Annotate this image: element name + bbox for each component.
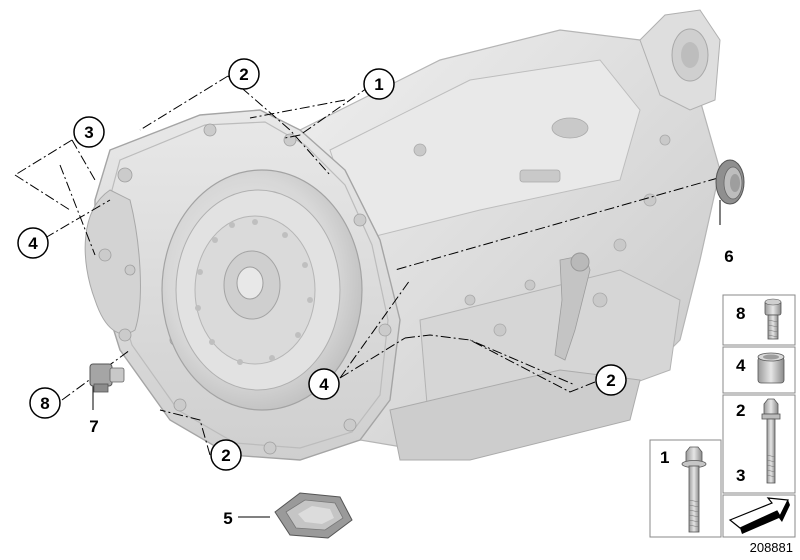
legend-label-2: 2: [736, 401, 745, 420]
legend-label-3: 3: [736, 466, 745, 485]
callout-2-right[interactable]: 2: [595, 364, 627, 396]
callout-8-label: 8: [40, 394, 49, 413]
oil-pan: [389, 369, 641, 461]
callout-4-bottom[interactable]: 4: [308, 368, 340, 400]
diagram-id-number: 208881: [750, 540, 793, 555]
legend-box-8: [722, 294, 796, 346]
callout-7-label[interactable]: 7: [89, 417, 98, 436]
legend-box-2-3: [722, 394, 796, 494]
callout-1[interactable]: 1: [363, 68, 395, 100]
callout-2-bottom[interactable]: 2: [210, 439, 242, 471]
fastener-legend: 8 4 2 3 1: [649, 294, 796, 538]
legend-label-8: 8: [736, 304, 745, 323]
callout-3[interactable]: 3: [73, 116, 105, 148]
legend-label-1: 1: [660, 448, 669, 467]
callout-2-right-label: 2: [606, 371, 615, 390]
callout-4-left-label: 4: [28, 234, 38, 253]
callout-3-label: 3: [84, 123, 93, 142]
callout-1-label: 1: [374, 75, 383, 94]
transmission-illustration: [84, 9, 721, 461]
sensor-fitting-part-7: [89, 363, 125, 393]
legend-label-4: 4: [736, 356, 746, 375]
callout-2-bottom-label: 2: [221, 446, 230, 465]
callout-4-left[interactable]: 4: [17, 227, 49, 259]
callout-6-label[interactable]: 6: [724, 247, 733, 266]
callout-2-top-label: 2: [239, 65, 248, 84]
callout-5-label[interactable]: 5: [223, 509, 232, 528]
dowel-sleeve-icon: [757, 352, 785, 384]
callouts: 1 2 3 4 4 2 2 8 7 6 5: [17, 58, 734, 528]
torx-bolt-icon: [761, 398, 781, 484]
flange-bolt-icon: [681, 446, 707, 533]
torque-converter: [161, 169, 363, 411]
callout-8[interactable]: 8: [29, 387, 61, 419]
heat-shield-pad-part-5: [274, 492, 353, 539]
callout-2-top[interactable]: 2: [228, 58, 260, 90]
next-page-arrow-icon[interactable]: [728, 497, 790, 534]
socket-head-screw-icon: [764, 298, 782, 340]
transmission-cylinder-top: [329, 59, 641, 241]
plug-part-6: [715, 159, 745, 205]
callout-4-bottom-label: 4: [319, 375, 329, 394]
legend-box-1: [649, 439, 722, 538]
